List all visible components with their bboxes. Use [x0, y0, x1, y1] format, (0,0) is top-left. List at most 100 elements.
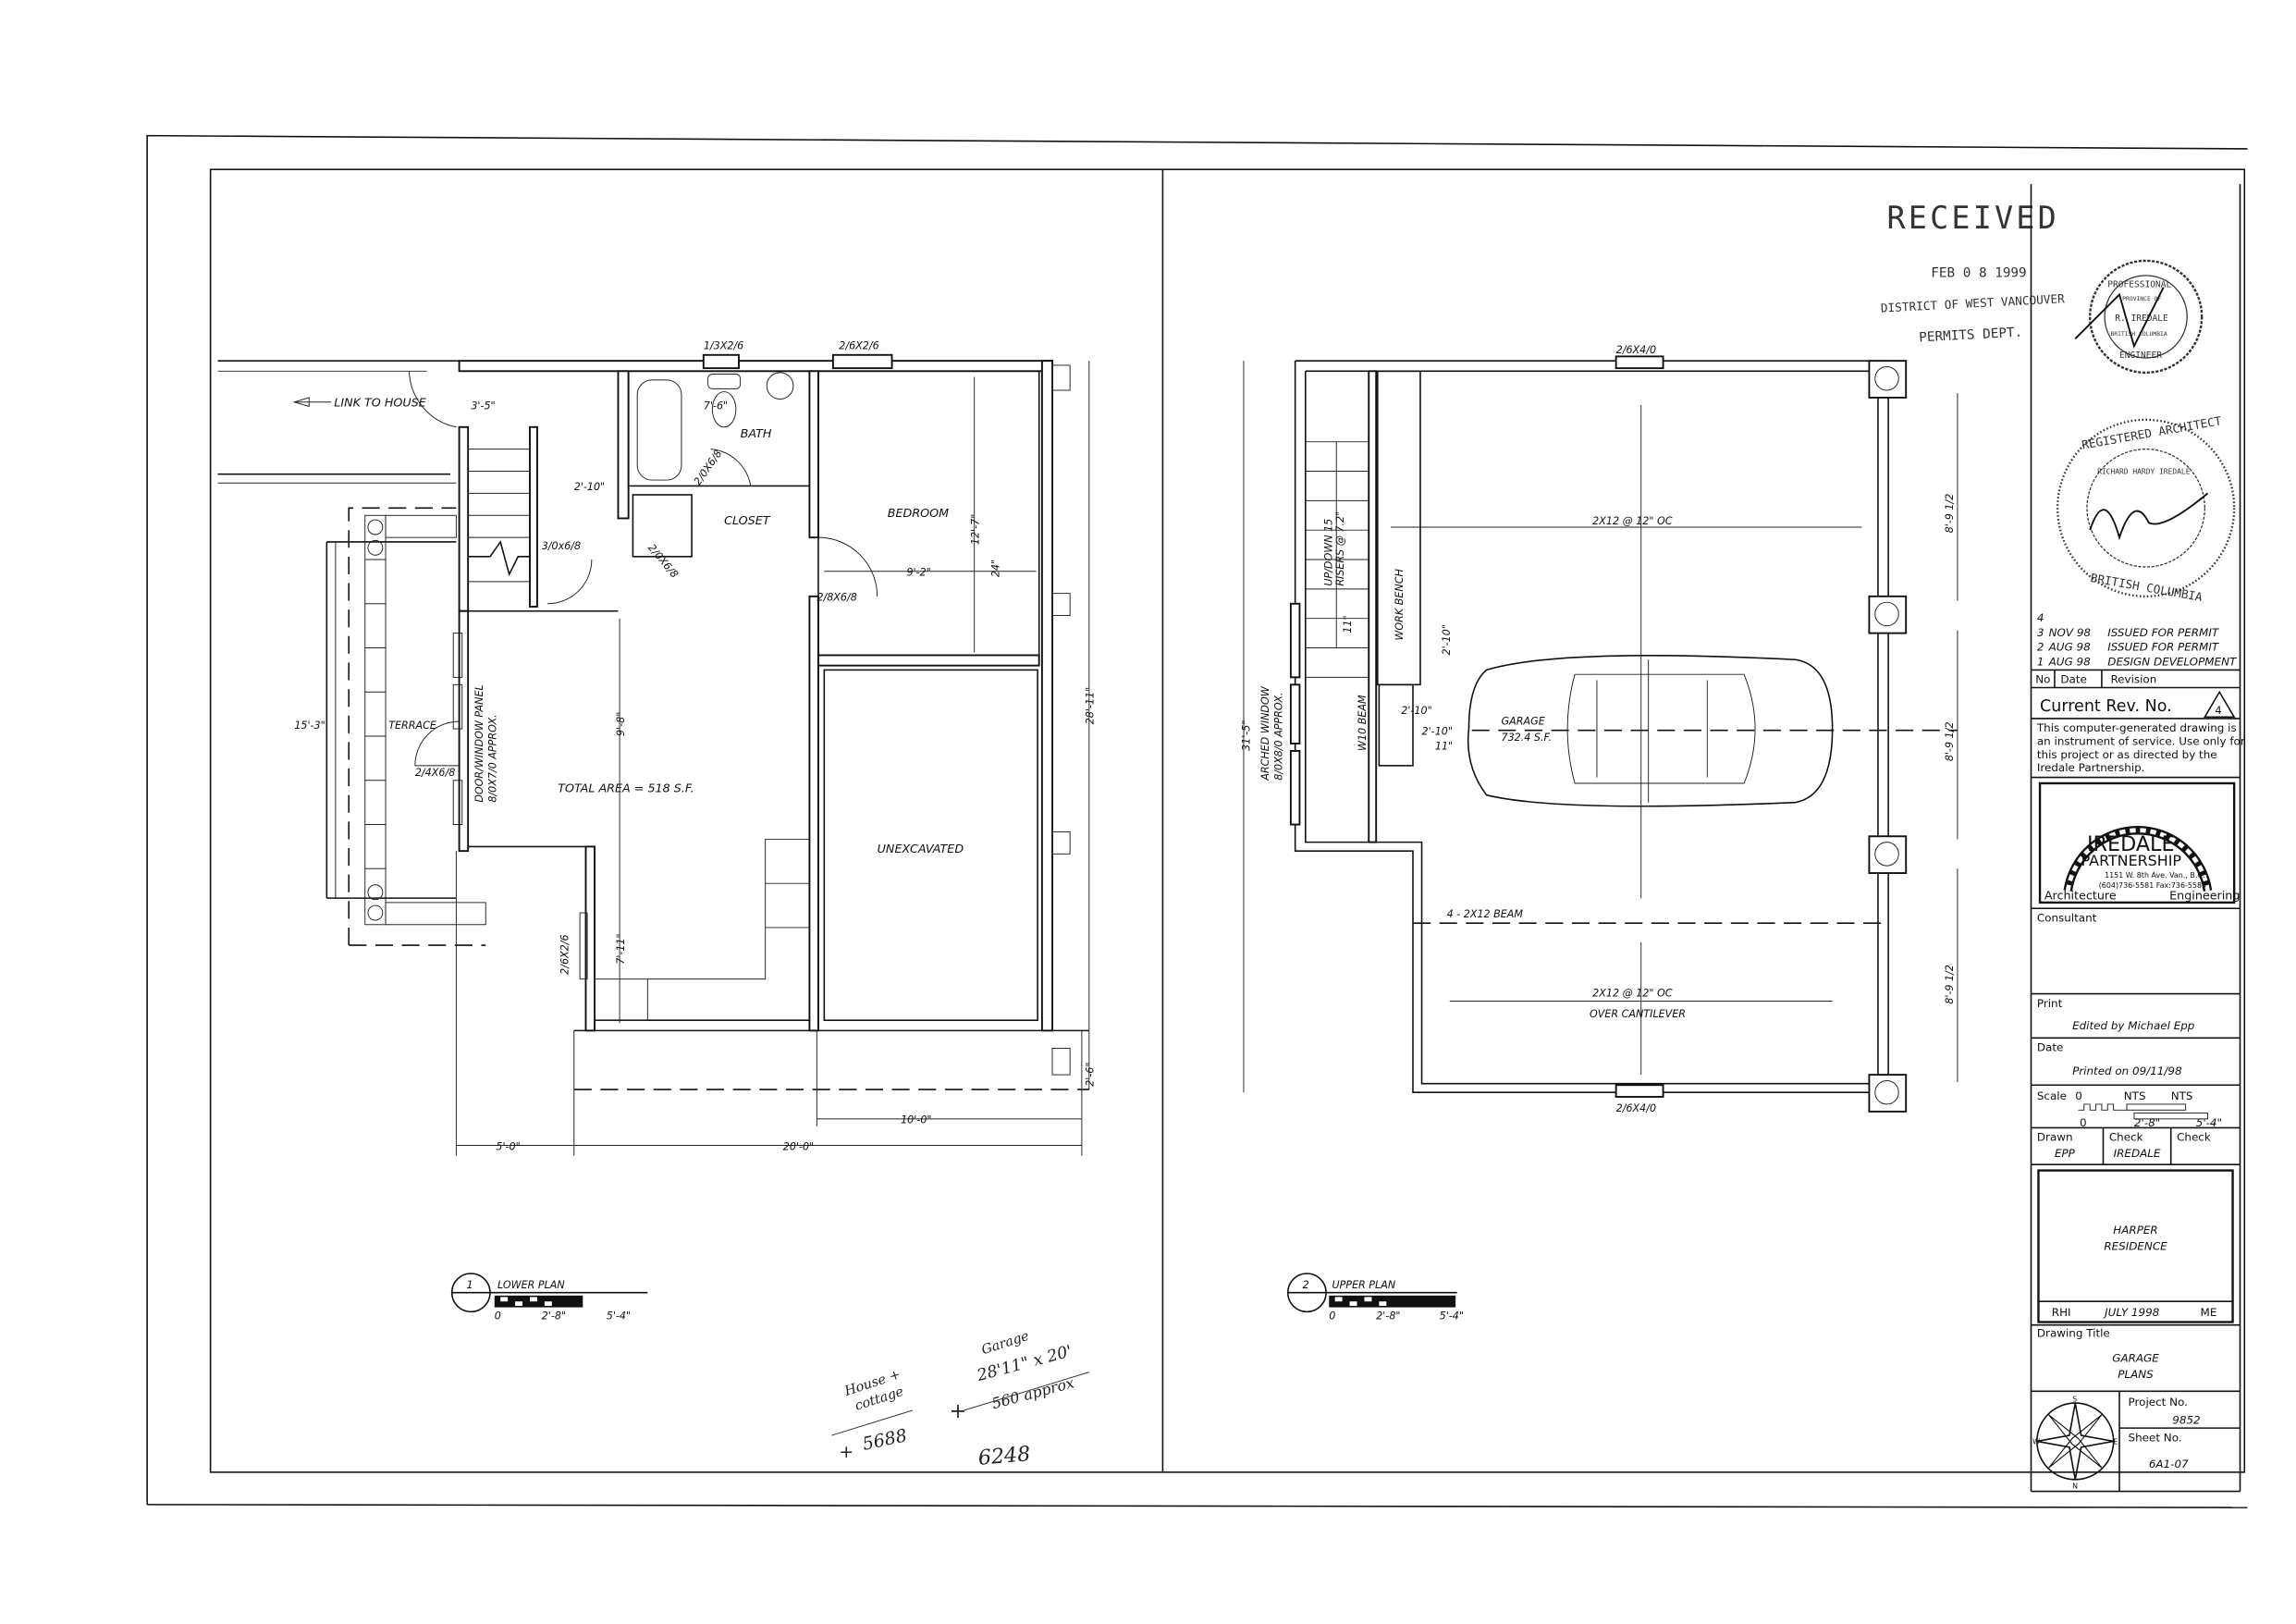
current-rev-number: 4	[2215, 705, 2221, 717]
dimension: 8'-9 1/2	[1944, 965, 1956, 1004]
drawing-line	[458, 425, 470, 612]
drawing-text: UPPER PLAN	[1332, 1279, 1395, 1291]
drawing-text: PERMITS DEPT.	[1919, 326, 2023, 346]
joist-label: 2X12 @ 12" OC	[1592, 515, 1673, 527]
drawing-text: 2'-8"	[542, 1310, 566, 1322]
drawing-text: S	[2072, 1395, 2077, 1403]
dimension: 9'-8"	[615, 712, 627, 736]
drawing-text: BRITISH COLUMBIA	[2110, 331, 2167, 338]
drawing-text: JULY 1998	[2103, 1306, 2160, 1319]
drawing-line	[348, 507, 457, 946]
dimension: 31'-5"	[1240, 720, 1252, 751]
window-bedroom	[831, 353, 893, 370]
drawing-text: REGISTERED ARCHITECT	[2081, 414, 2223, 452]
label: ARCHED WINDOW	[1259, 685, 1271, 781]
drawing-text: BRITISH COLUMBIA	[2089, 572, 2204, 605]
project-title: RESIDENCE	[2104, 1240, 2167, 1253]
drawing-line	[1378, 683, 1414, 767]
label: UP/DOWN 15	[1322, 519, 1334, 586]
total-area-label: TOTAL AREA = 518 S.F.	[558, 782, 694, 796]
wall	[1040, 360, 1053, 1032]
label: 2/8X6/8	[816, 592, 856, 604]
drawing-line	[1289, 602, 1301, 679]
drawing-text: 2'-8"	[2134, 1116, 2160, 1129]
drawing-line	[530, 1297, 537, 1302]
drawing-line	[452, 780, 463, 826]
drawing-line	[1334, 1297, 1343, 1302]
label: 2/6X4/0	[1616, 1102, 1656, 1114]
drawing-line	[409, 371, 457, 428]
joist-label: 2X12 @ 12" OC	[1592, 988, 1673, 1000]
drawing-line	[2126, 1103, 2187, 1111]
beam-label: 4 - 2X12 BEAM	[1447, 908, 1524, 920]
drawing-text: Drawn	[2037, 1131, 2073, 1144]
drawing-line	[1289, 749, 1301, 826]
drawing-title: PLANS	[2118, 1368, 2154, 1381]
drawing-title: GARAGE	[2112, 1351, 2159, 1364]
dimension: 8'-9 1/2	[1944, 721, 1956, 761]
drawing-text: No	[2035, 673, 2050, 686]
drawing-line	[808, 595, 819, 1032]
structure-lines	[1243, 361, 1958, 1093]
drawing-line	[468, 540, 530, 577]
stair	[458, 425, 593, 612]
drawing-text: LOWER PLAN	[497, 1279, 565, 1291]
dimension: 28'-11"	[1085, 687, 1097, 725]
drawing-text: 5'-4"	[2196, 1116, 2222, 1129]
architect-seal: REGISTERED ARCHITECT RICHARD HARDY IREDA…	[2056, 414, 2236, 605]
drawing-text: Revision	[2110, 673, 2156, 686]
drawing-line	[2104, 275, 2188, 359]
drawing-line	[1364, 1297, 1372, 1302]
drawing-line	[594, 978, 648, 1021]
drawing-line	[647, 838, 810, 980]
print-value: Edited by Michael Epp	[2072, 1019, 2195, 1032]
signature	[2074, 287, 2165, 349]
title-block: 4 3 NOV 98 ISSUED FOR PERMIT 2 AUG 98 IS…	[2030, 184, 2245, 1493]
drawing-text: ENGINEER	[2119, 351, 2162, 361]
drawing-line	[1874, 1080, 1899, 1105]
dimension: 2'-10"	[1422, 725, 1453, 737]
drawing-line	[1051, 364, 1071, 391]
dimension: 11"	[1342, 615, 1354, 633]
drawing-text: 1151 W. 8th Ave. Van., B.C.	[2105, 871, 2204, 880]
drawing-line	[2063, 825, 2213, 892]
dimension: 24"	[990, 560, 1002, 577]
dimension: 2'-10"	[1401, 705, 1431, 717]
drawing-text: 4	[2037, 611, 2044, 624]
drawing-text: Iredale Partnership.	[2037, 761, 2145, 774]
drawing-line	[1289, 683, 1301, 744]
drawing-text: ISSUED FOR PERMIT	[2107, 641, 2220, 654]
drawing-text: 5'-4"	[607, 1310, 631, 1322]
lower-plan: 1/3X2/6 2/6X2/6 LINK TO HOUSE 3'-5" 7'-6…	[217, 339, 1097, 1322]
dimension: 15'-3"	[294, 720, 325, 732]
drawing-text: IREDALE	[2087, 832, 2175, 856]
drawing-line	[2056, 418, 2236, 598]
dimension: 7'-6"	[704, 400, 728, 412]
drawing-line	[500, 1297, 509, 1302]
drawing-text: ME	[2201, 1306, 2217, 1319]
room-label-terrace: TERRACE	[388, 720, 436, 732]
drawing-line	[2036, 1402, 2115, 1481]
drawing-line	[1379, 1301, 1387, 1307]
upper-plan: 2/6X4/0 2/6X4/0 2X12 @ 12" OC 2X12 @ 12"…	[1240, 344, 1958, 1322]
drawing-line	[831, 1409, 913, 1436]
drawing-line	[1615, 1084, 1664, 1098]
drawing-text: N	[2072, 1482, 2078, 1490]
drawing-line	[964, 1372, 1089, 1411]
drawing-text: ISSUED FOR PERMIT	[2107, 626, 2220, 639]
drawing-line	[710, 449, 752, 486]
drawing-line	[544, 1301, 552, 1307]
drawing-line	[2078, 1103, 2127, 1111]
drawing-text: Print	[2037, 997, 2063, 1010]
room-label-garage: GARAGE	[1502, 715, 1545, 727]
label: 2/6X4/0	[1616, 344, 1656, 356]
drawing-line	[1329, 1295, 1456, 1308]
drawing-line	[367, 519, 384, 535]
drawing-text: Check	[2109, 1131, 2143, 1144]
garage-area: 732.4 S.F.	[1502, 732, 1552, 744]
label: 8/0X8/0 APPROX.	[1272, 692, 1284, 780]
current-rev-label: Current Rev. No.	[2040, 697, 2172, 716]
dimension: 20'-0"	[783, 1140, 814, 1152]
drawing-line	[2036, 1402, 2114, 1480]
